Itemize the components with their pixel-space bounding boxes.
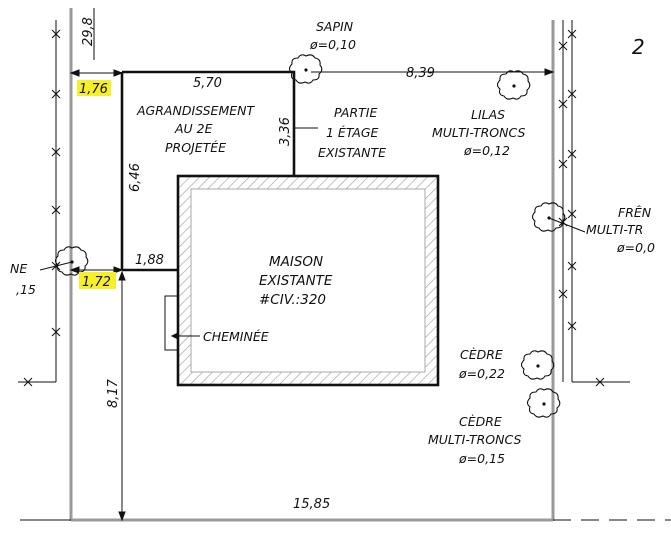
highlight-setback-bottom — [79, 272, 116, 289]
fence-right — [558, 20, 630, 387]
dim-setback-top: 1,76 — [79, 82, 108, 97]
chimney-label: CHEMINÉE — [203, 329, 269, 344]
svg-text:CÈDRE: CÈDRE — [460, 347, 503, 362]
tree-icon — [39, 246, 89, 276]
existing-part-label: PARTIE 1 ÉTAGE EXISTANTE — [318, 105, 386, 160]
extension-label: AGRANDISSEMENT AU 2E PROJETÉE — [136, 103, 255, 155]
house-label: MAISON EXISTANTE #CIV.:320 — [259, 254, 333, 308]
svg-text:ø=0,10: ø=0,10 — [309, 37, 356, 52]
svg-text:MAISON: MAISON — [269, 254, 323, 270]
fence-left — [18, 20, 61, 387]
tree-label-left: NE ,15 — [10, 261, 36, 297]
svg-text:FRÊN: FRÊN — [618, 205, 652, 220]
dim-rear-yard: 8,17 — [106, 378, 121, 408]
tree-icon — [520, 350, 555, 380]
svg-text:SAPIN: SAPIN — [316, 19, 354, 34]
lot-number: 2 — [632, 35, 645, 59]
dim-extension-offset: 3,36 — [278, 117, 293, 146]
svg-text:MULTI-TR: MULTI-TR — [586, 222, 643, 237]
svg-text:PROJETÉE: PROJETÉE — [165, 140, 226, 155]
svg-text:ø=0,0: ø=0,0 — [616, 240, 655, 255]
dim-lot-width: 15,85 — [293, 497, 330, 512]
tree-label-frene: FRÊN MULTI-TR ø=0,0 — [586, 205, 655, 255]
svg-text:1 ÉTAGE: 1 ÉTAGE — [326, 125, 379, 140]
svg-text:,15: ,15 — [16, 282, 36, 297]
dim-extension-depth: 6,46 — [128, 163, 143, 192]
dim-to-right-line: 8,39 — [406, 66, 435, 81]
extension-outline — [120, 70, 296, 272]
dim-extension-width: 5,70 — [193, 76, 222, 91]
lot-lines — [20, 8, 671, 522]
svg-text:EXISTANTE: EXISTANTE — [318, 145, 386, 160]
dim-left-top: 29,8 — [81, 17, 96, 46]
dim-setback-bottom: 1,72 — [82, 275, 111, 290]
svg-text:LILAS: LILAS — [471, 107, 505, 122]
svg-text:NE: NE — [10, 261, 27, 276]
tree-icon — [526, 388, 561, 418]
tree-icon — [496, 70, 531, 100]
tree-icon — [531, 202, 586, 233]
tree-label-cedre-1: CÈDRE ø=0,22 — [458, 347, 505, 381]
svg-text:AU 2E: AU 2E — [174, 121, 213, 136]
tree-label-sapin: SAPIN ø=0,10 — [309, 19, 356, 52]
svg-text:EXISTANTE: EXISTANTE — [259, 273, 333, 289]
house — [176, 174, 440, 387]
dim-extension-bottom: 1,88 — [135, 253, 164, 268]
svg-text:MULTI-TRONCS: MULTI-TRONCS — [428, 432, 521, 447]
dimension-lines — [69, 68, 555, 522]
chimney — [164, 295, 200, 351]
tree-label-lilas: LILAS MULTI-TRONCS ø=0,12 — [432, 107, 525, 158]
svg-text:MULTI-TRONCS: MULTI-TRONCS — [432, 125, 525, 140]
svg-text:ø=0,12: ø=0,12 — [463, 143, 510, 158]
highlight-setback-top — [77, 80, 111, 96]
tree-label-cedre-2: CÈDRE MULTI-TRONCS ø=0,15 — [428, 414, 521, 466]
svg-text:AGRANDISSEMENT: AGRANDISSEMENT — [136, 103, 255, 118]
svg-text:#CIV.:320: #CIV.:320 — [259, 292, 326, 308]
svg-text:PARTIE: PARTIE — [334, 105, 377, 120]
svg-text:ø=0,22: ø=0,22 — [458, 366, 505, 381]
svg-text:ø=0,15: ø=0,15 — [458, 451, 505, 466]
svg-text:CÈDRE: CÈDRE — [459, 414, 502, 429]
